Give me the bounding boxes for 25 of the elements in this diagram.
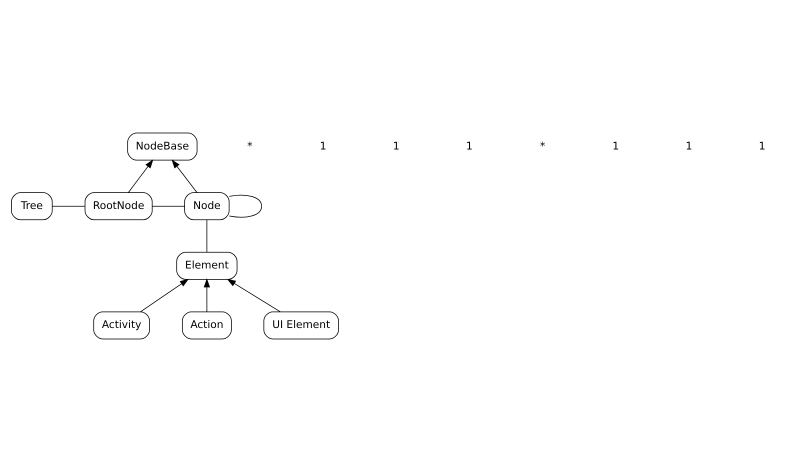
arrow (140, 278, 189, 312)
connector (206, 218, 208, 252)
label: * (540, 140, 546, 152)
label: 1 (320, 140, 326, 152)
label: 1 (612, 140, 620, 152)
node-box: NodeBase (127, 132, 198, 160)
node-box: Action (182, 310, 232, 339)
node-box: RootNode (84, 192, 153, 220)
arrow (226, 278, 281, 312)
connector (152, 205, 185, 206)
label: 1 (392, 140, 400, 152)
label: 1 (466, 140, 473, 152)
node-box: Tree (11, 192, 53, 220)
connector (228, 194, 262, 218)
label: 1 (758, 140, 766, 152)
arrow (204, 278, 210, 312)
node-box: Element (176, 251, 238, 280)
node-box: UI Element (263, 310, 339, 339)
node-box: Activity (93, 310, 150, 339)
label: * (247, 140, 253, 152)
node-box: Node (184, 192, 230, 220)
arrow (128, 158, 154, 192)
connector (52, 205, 86, 206)
label: 1 (686, 140, 692, 152)
arrow (172, 158, 198, 192)
